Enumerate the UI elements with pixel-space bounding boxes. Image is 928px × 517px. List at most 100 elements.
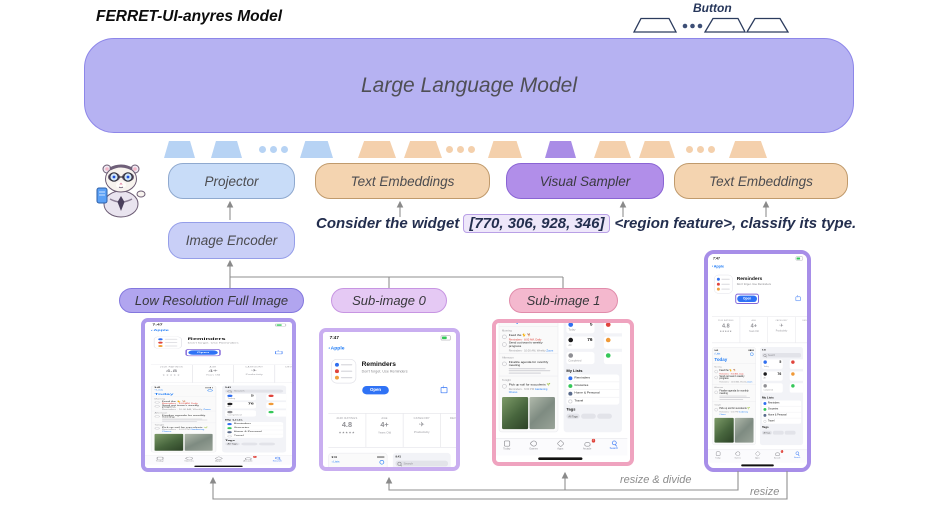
phone-status-bar: 7:47 bbox=[329, 335, 451, 341]
tab-today: Today bbox=[708, 450, 728, 463]
tag-pills: All Tags bbox=[566, 413, 619, 419]
section-label: Tonight bbox=[151, 422, 216, 426]
text-token bbox=[729, 141, 767, 158]
list-item: Travel bbox=[762, 418, 801, 423]
status-time: 7:47 bbox=[329, 335, 339, 341]
stat-card: Completed bbox=[225, 410, 256, 417]
task-row: Feed the 🐈 🐕 Reminders · 8:00 AM, Daily bbox=[499, 333, 557, 341]
checkbox-circle bbox=[714, 369, 718, 374]
original-resolution-phone: 7:47 ‹Apple Reminders Don't forget. Use … bbox=[704, 250, 811, 472]
stat-card bbox=[266, 402, 287, 409]
today-list-preview: 9:41 ‹Lists Today Morning Feed the 🐈 🐕 R… bbox=[328, 452, 388, 467]
bar bbox=[508, 368, 546, 370]
orange-dot-icon bbox=[716, 287, 720, 291]
orange-dot-icon bbox=[334, 375, 339, 380]
app-icon-row bbox=[158, 344, 178, 348]
blue-dot-icon bbox=[334, 362, 339, 367]
checkbox-circle bbox=[154, 415, 160, 418]
list-item: Home & Personal bbox=[761, 412, 802, 419]
stat-card bbox=[789, 359, 804, 369]
app-tagline: Don't forget. Use Reminders bbox=[736, 283, 771, 287]
paper-plane-icon: ✈ bbox=[251, 368, 258, 373]
token-dot bbox=[682, 23, 688, 29]
line bbox=[340, 377, 353, 379]
dot bbox=[259, 146, 266, 153]
checkbox-circle bbox=[502, 334, 507, 339]
age-col: AGE 4+ Years Old bbox=[365, 413, 403, 448]
green-dot-icon bbox=[605, 353, 611, 358]
red-dot-icon bbox=[605, 323, 611, 327]
section-label: Tonight bbox=[499, 375, 558, 382]
section-label: Morning bbox=[151, 396, 216, 400]
my-lists-title: My Lists bbox=[761, 396, 774, 400]
ferret-mascot bbox=[96, 164, 146, 218]
preview-status: 9:41 bbox=[395, 454, 401, 459]
succulent-photo bbox=[502, 396, 528, 430]
tag-pills: All Tags bbox=[761, 430, 801, 435]
succulent-photo bbox=[714, 417, 734, 443]
widget-region-highlight: Open bbox=[360, 383, 392, 397]
list-item: Travel bbox=[225, 434, 283, 438]
open-button: Open bbox=[737, 295, 758, 303]
tags-title: Tags bbox=[225, 439, 236, 442]
home-indicator bbox=[538, 457, 583, 460]
preview-status: 9:41 bbox=[712, 348, 755, 352]
stat-card: Completed bbox=[566, 351, 595, 365]
search-field: Search bbox=[761, 353, 802, 358]
section-label: Morning bbox=[499, 326, 558, 332]
developer-col: DEVELOPER ▣ App bbox=[440, 413, 456, 448]
list-dot-icon bbox=[568, 399, 573, 404]
developer-col: DEVELOPER ▣ App bbox=[274, 364, 292, 383]
home-indicator bbox=[194, 465, 243, 468]
line bbox=[164, 338, 178, 340]
list-item: Groceries bbox=[566, 382, 620, 390]
ratings-row: 210K RATINGS 4.8 ★★★★★ AGE 4+ Years Old … bbox=[150, 364, 292, 383]
my-lists: Reminders Groceries Home & Personal Trav… bbox=[566, 374, 620, 405]
section-label: Afternoon bbox=[499, 353, 558, 359]
widget-region-highlight: Open bbox=[735, 293, 759, 304]
tag-pill bbox=[258, 442, 276, 446]
blue-dot-icon bbox=[158, 338, 163, 341]
green-dot-icon bbox=[268, 410, 274, 414]
stat-card bbox=[266, 410, 287, 417]
preview-status: 9:41 bbox=[761, 348, 766, 352]
developer-col: DEVELOPER ▣ App bbox=[795, 316, 807, 343]
ratings-col: 210K RATINGS 4.8 ★★★★★ bbox=[712, 317, 740, 343]
blue-dot-icon bbox=[716, 277, 720, 281]
tab-today: Today bbox=[145, 456, 174, 465]
tag-pill bbox=[581, 413, 596, 419]
dot bbox=[468, 146, 475, 153]
tab-games: Games bbox=[728, 450, 748, 463]
illegible-text-bars bbox=[719, 395, 753, 400]
projector-box: Projector bbox=[168, 163, 295, 199]
text-token bbox=[594, 141, 631, 158]
all-dot-icon bbox=[763, 372, 767, 376]
paper-plane-icon: ✈ bbox=[779, 322, 784, 329]
tag-pills: All Tags bbox=[225, 442, 283, 446]
ellipsis-tokens bbox=[446, 146, 475, 153]
category-col: CATEGORY ✈ Productivity bbox=[233, 364, 274, 383]
paper-plane-icon: ✈ bbox=[418, 421, 425, 429]
today-title: Today bbox=[714, 356, 728, 362]
sub-image-1-phone: 7:47 ‹Apple Reminders Don't forget. Use … bbox=[492, 319, 634, 466]
more-icon bbox=[207, 389, 213, 392]
today-icon bbox=[715, 451, 721, 456]
app-name: Reminders bbox=[736, 276, 763, 282]
preview-status: 9:41 bbox=[329, 454, 387, 459]
signal-icon bbox=[748, 349, 754, 352]
notification-badge: 1 bbox=[591, 438, 596, 443]
checkbox-circle bbox=[714, 390, 718, 394]
orange-dot-icon bbox=[605, 337, 611, 343]
stat-card bbox=[603, 336, 622, 349]
chevron-left-icon: ‹ bbox=[150, 328, 153, 332]
image-token bbox=[300, 141, 333, 158]
red-dot-icon bbox=[334, 369, 339, 374]
button-legend-label: Button bbox=[693, 1, 732, 15]
tab-apps: Apps bbox=[204, 456, 233, 465]
signal-icon bbox=[205, 387, 213, 389]
lists-back-link: ‹Lists bbox=[152, 389, 216, 392]
list-item: Reminders bbox=[225, 422, 284, 427]
